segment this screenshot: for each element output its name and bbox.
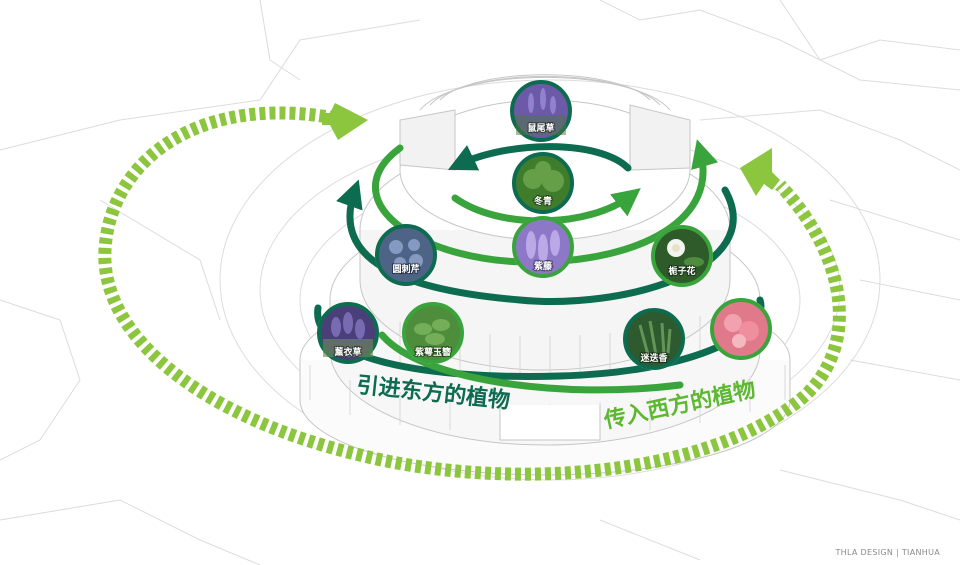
plant-label: 圆刺芹 bbox=[392, 263, 419, 275]
plant-zijing[interactable]: 紫藤 bbox=[512, 216, 574, 278]
plant-zhizihua[interactable]: 栀子花 bbox=[651, 225, 713, 287]
plant-label: 紫萼玉簪 bbox=[415, 346, 451, 358]
plant-ciyuanqin[interactable]: 圆刺芹 bbox=[375, 224, 437, 286]
plant-label: 紫藤 bbox=[534, 260, 553, 272]
eryngium-texture bbox=[389, 239, 423, 269]
plant-label: 迷迭香 bbox=[639, 352, 668, 364]
plant-label: 薰衣草 bbox=[334, 346, 361, 358]
plant-ziyezhuzan[interactable]: 紫萼玉簪 bbox=[402, 302, 464, 364]
plant-label: 冬青 bbox=[534, 195, 552, 207]
hosta-texture bbox=[414, 319, 450, 345]
exchange-loop bbox=[98, 103, 846, 481]
loop-arrow-left bbox=[322, 103, 368, 140]
plant-shuweicao[interactable]: 鼠尾草 bbox=[510, 80, 572, 142]
lavender-texture bbox=[323, 312, 373, 357]
plant-dongqing[interactable]: 冬青 bbox=[512, 152, 574, 214]
plant-midiexiang[interactable]: 迷迭香 bbox=[623, 308, 685, 370]
plant-label: 鼠尾草 bbox=[527, 122, 554, 134]
lavender-sage-texture bbox=[516, 88, 566, 135]
plant-xunyicao[interactable]: 薰衣草 bbox=[317, 302, 379, 364]
plant-label: 栀子花 bbox=[668, 265, 695, 277]
rosemary-texture bbox=[638, 320, 672, 356]
plant-pink-flower[interactable] bbox=[710, 298, 772, 360]
pink-flower-texture bbox=[724, 314, 759, 348]
holly-texture bbox=[523, 161, 564, 192]
gardenia-texture bbox=[667, 239, 704, 267]
loop-arrow-right bbox=[740, 148, 780, 196]
wisteria-texture bbox=[526, 230, 560, 264]
credit-text: THLA DESIGN | TIANHUA bbox=[835, 548, 940, 557]
plant-medallions: 鼠尾草 冬青 紫藤 圆刺芹 bbox=[317, 80, 772, 370]
